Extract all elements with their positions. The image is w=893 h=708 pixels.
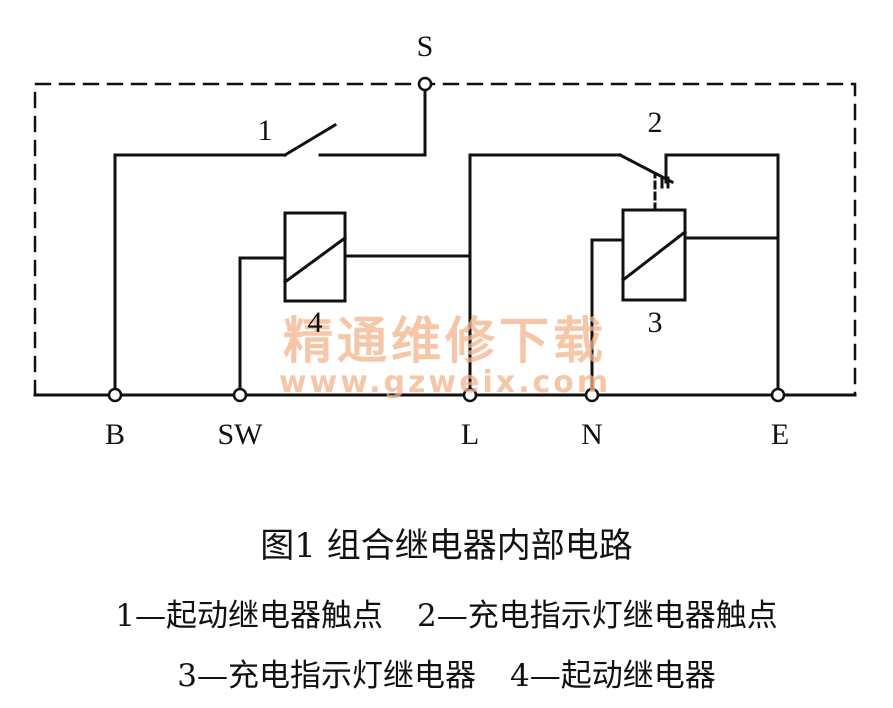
component-4-label: 4 [308, 306, 323, 339]
legend-item-4: 4—起动继电器 [510, 658, 716, 694]
starter-relay-coil [283, 211, 347, 303]
figure-title: 图1 组合继电器内部电路 [260, 526, 633, 566]
terminal-e-node [770, 387, 786, 403]
legend-item-3: 3—充电指示灯继电器 [177, 658, 476, 694]
charge-contact-blade [617, 152, 675, 185]
component-3-label: 3 [648, 306, 663, 339]
legend-item-1: 1—起动继电器触点 [115, 598, 383, 634]
outer-boundary [33, 82, 857, 397]
terminal-s-label: S [417, 30, 434, 63]
watermark-text: 精通维修下载 [283, 312, 607, 370]
terminal-b-node [107, 387, 123, 403]
legend-row-2: 3—充电指示灯继电器 4—起动继电器 [0, 650, 893, 695]
terminal-e-label: E [771, 418, 789, 451]
starter-contact-blade [282, 122, 338, 158]
legend-item-2: 2—充电指示灯继电器触点 [417, 598, 778, 634]
relay-circuit-diagram: 精通维修下载 www.gzweix.com S B SW L N E 1 2 3… [33, 30, 857, 451]
terminal-l-node [462, 387, 478, 403]
watermark-url: www.gzweix.com [279, 365, 611, 400]
terminal-sw-node [232, 387, 248, 403]
terminal-b-label: B [105, 418, 125, 451]
component-1-label: 1 [258, 114, 273, 147]
terminal-n-label: N [581, 418, 603, 451]
terminal-n-node [584, 387, 600, 403]
terminal-sw-label: SW [218, 418, 264, 451]
terminal-l-label: L [461, 418, 479, 451]
component-2-label: 2 [648, 106, 663, 139]
terminal-s-node [417, 76, 433, 92]
charge-indicator-relay-coil [621, 208, 687, 302]
legend-row-1: 1—起动继电器触点 2—充电指示灯继电器触点 [0, 590, 893, 635]
